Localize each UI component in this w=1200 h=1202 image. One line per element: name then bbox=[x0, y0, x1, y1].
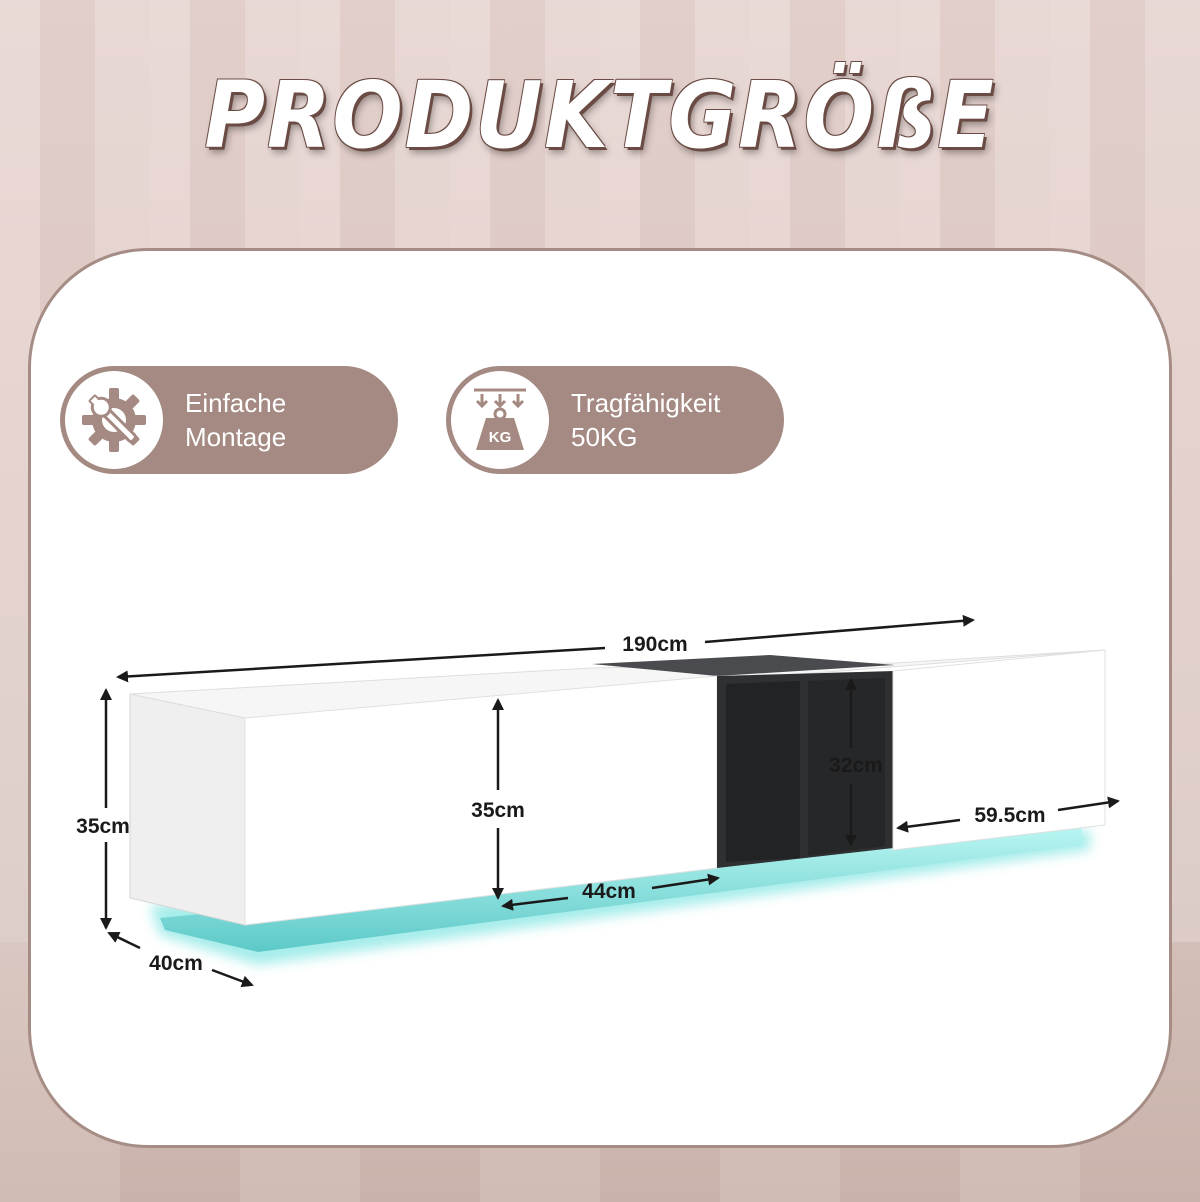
feature-label-line1: Einfache bbox=[185, 388, 287, 418]
feature-load-capacity: KG Tragfähigkeit 50KG bbox=[446, 366, 784, 474]
feature-label: Einfache Montage bbox=[185, 386, 286, 454]
gear-wrench-icon bbox=[82, 388, 146, 452]
weight-kg-icon: KG bbox=[474, 388, 526, 450]
feature-icon-badge: KG bbox=[451, 371, 549, 469]
feature-label: Tragfähigkeit 50KG bbox=[571, 386, 720, 454]
feature-label-line2: Montage bbox=[185, 422, 287, 452]
feature-label-line2: 50KG bbox=[571, 422, 638, 452]
page-title: PRODUKTGRÖßE bbox=[204, 62, 996, 169]
feature-label-line1: Tragfähigkeit bbox=[571, 388, 721, 418]
feature-easy-assembly: Einfache Montage bbox=[60, 366, 398, 474]
weight-badge-text: KG bbox=[489, 429, 512, 446]
feature-icon-badge bbox=[65, 371, 163, 469]
